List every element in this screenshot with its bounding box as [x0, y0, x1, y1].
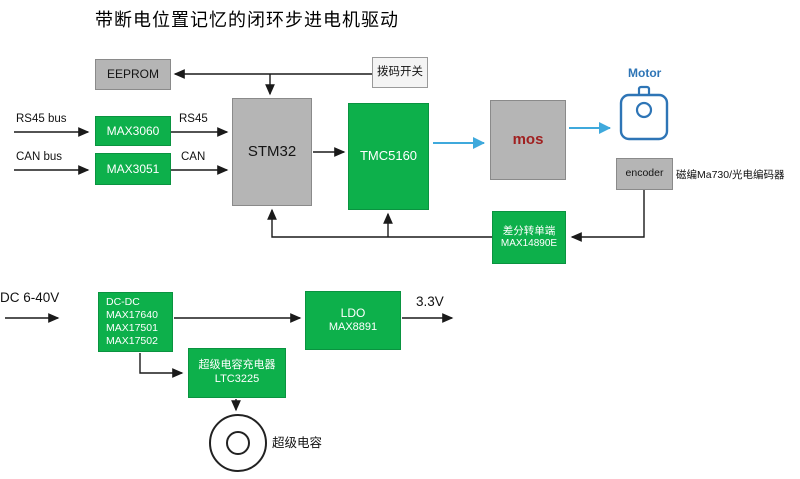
block-dip-switch: 拨码开关	[372, 57, 428, 88]
block-dip-switch-label: 拨码开关	[377, 66, 423, 79]
block-mos-label: mos	[512, 130, 544, 148]
supercap-icon-inner	[226, 431, 250, 455]
block-mos: mos	[490, 100, 566, 180]
label-supercap: 超级电容	[272, 436, 323, 450]
block-encoder-label: encoder	[625, 167, 664, 180]
block-eeprom-label: EEPROM	[106, 67, 159, 81]
block-stm32: STM32	[232, 98, 312, 206]
charger-name: 超级电容充电器	[198, 359, 276, 372]
diff-converter-part: MAX14890E	[500, 237, 558, 249]
dcdc-line-3: MAX17501	[106, 322, 158, 334]
block-max3060: MAX3060	[95, 116, 171, 146]
ldo-part: MAX8891	[328, 321, 378, 334]
block-max3051: MAX3051	[95, 153, 171, 185]
diff-converter-name: 差分转单端	[502, 224, 556, 237]
block-eeprom: EEPROM	[95, 59, 171, 90]
supercap-icon	[209, 414, 267, 472]
dcdc-line-1: DC-DC	[106, 295, 140, 308]
label-can-bus: CAN bus	[16, 151, 63, 163]
motor-label: Motor	[628, 66, 662, 80]
block-encoder: encoder	[616, 158, 673, 190]
label-rs45-bus: RS45 bus	[16, 113, 67, 125]
block-dcdc: DC-DC MAX17640 MAX17501 MAX17502	[98, 292, 173, 352]
dcdc-line-4: MAX17502	[106, 335, 158, 348]
block-stm32-label: STM32	[247, 142, 297, 160]
label-rs45: RS45	[179, 113, 208, 125]
label-can: CAN	[181, 151, 206, 163]
block-max3060-label: MAX3060	[106, 123, 160, 138]
encoder-note: 磁编Ma730/光电编码器	[676, 169, 785, 181]
motor-icon	[619, 85, 669, 141]
dcdc-line-2: MAX17640	[106, 308, 158, 321]
diagram-title: 带断电位置记忆的闭环步进电机驱动	[95, 10, 399, 30]
charger-part: LTC3225	[214, 373, 260, 385]
label-dc-input: DC 6-40V	[0, 290, 60, 305]
block-tmc5160: TMC5160	[348, 103, 429, 210]
wire-diff-stm32	[267, 208, 492, 238]
block-ldo: LDO MAX8891	[305, 291, 401, 350]
block-max3051-label: MAX3051	[106, 161, 160, 176]
block-diff-converter: 差分转单端 MAX14890E	[492, 211, 566, 264]
wire-dcdc-charger	[139, 353, 184, 378]
wire-encoder-diff	[570, 190, 645, 242]
block-supercap-charger: 超级电容充电器 LTC3225	[188, 348, 286, 398]
label-3v3-output: 3.3V	[416, 294, 444, 309]
ldo-name: LDO	[340, 306, 366, 321]
block-tmc5160-label: TMC5160	[359, 148, 418, 164]
